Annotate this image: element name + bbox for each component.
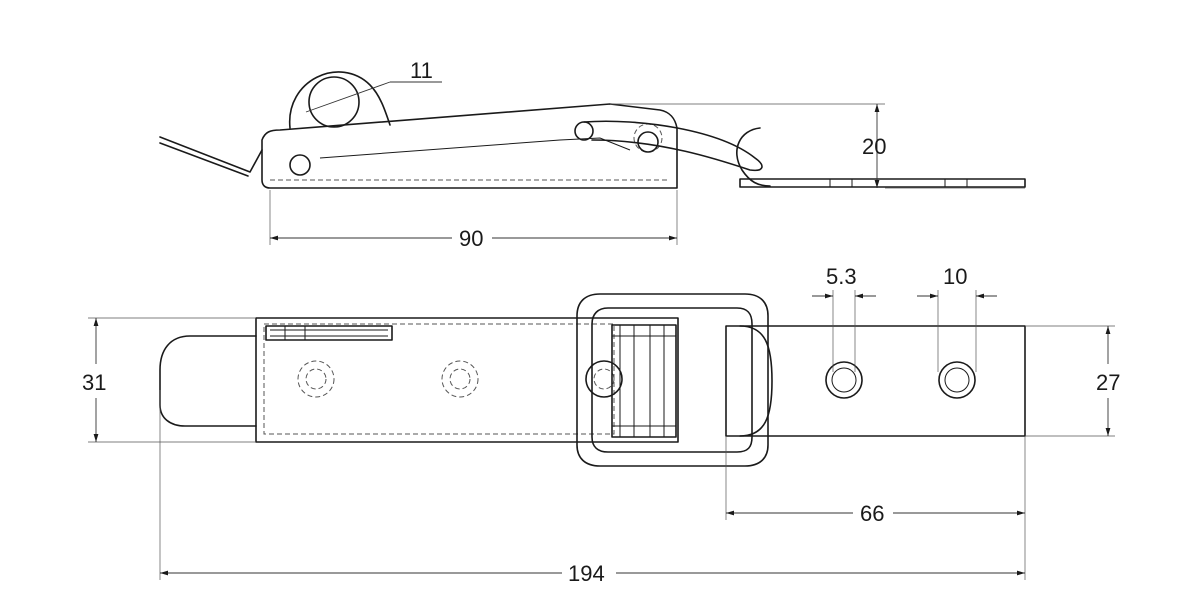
mount-hole-1-outer <box>297 360 335 398</box>
top-view: 5.3 10 31 27 66 194 <box>82 264 1120 586</box>
catch-plate-hook <box>739 325 773 437</box>
plate-hole-2-outer <box>938 361 976 399</box>
wire-loop-frame <box>576 293 769 467</box>
wire-loop <box>583 120 763 172</box>
hook-ring-hole <box>308 76 360 128</box>
dim-90-label: 90 <box>459 226 483 251</box>
plate-hole-2-inner <box>944 367 970 393</box>
lever-inner-line <box>319 137 631 159</box>
hook-ring <box>289 71 391 129</box>
plate-hole-1-inner <box>831 367 857 393</box>
dim-31-label: 31 <box>82 370 106 395</box>
dim-194-label: 194 <box>568 561 605 586</box>
wire-loop-frame-inner <box>591 307 753 453</box>
plate-hole-1-outer <box>825 361 863 399</box>
side-view: 11 20 90 <box>159 58 1026 251</box>
mount-hole-2-inner <box>449 368 471 390</box>
base-body <box>255 317 679 443</box>
dim-11-label: 11 <box>410 58 433 83</box>
mount-hole-3-inner <box>593 368 615 390</box>
dim-20-label: 20 <box>862 134 886 159</box>
dim-11-leader <box>305 81 391 113</box>
mount-hole-2-outer <box>441 360 479 398</box>
hinge-block-lines <box>612 325 676 437</box>
spring-tail <box>159 136 263 177</box>
dim-5-3-label: 5.3 <box>826 264 857 289</box>
catch-hook <box>736 127 771 187</box>
pivot-hole-right <box>637 131 659 153</box>
dim-66-label: 66 <box>860 501 884 526</box>
dim-27-label: 27 <box>1096 370 1120 395</box>
catch-plate <box>725 325 1026 437</box>
tail-rounded <box>159 335 257 427</box>
lever-body <box>261 103 678 189</box>
dim-10-label: 10 <box>943 264 967 289</box>
pivot-hole-mid <box>574 121 594 141</box>
mount-hole-1-inner <box>305 368 327 390</box>
spring-slot <box>265 325 393 341</box>
pivot-hole-left <box>289 154 311 176</box>
hinge-block <box>611 324 677 438</box>
catch-plate-ticks <box>829 179 968 187</box>
catch-plate-side <box>739 178 1026 188</box>
spring-slot-lines <box>270 326 388 340</box>
mount-hole-3-outer <box>585 360 623 398</box>
